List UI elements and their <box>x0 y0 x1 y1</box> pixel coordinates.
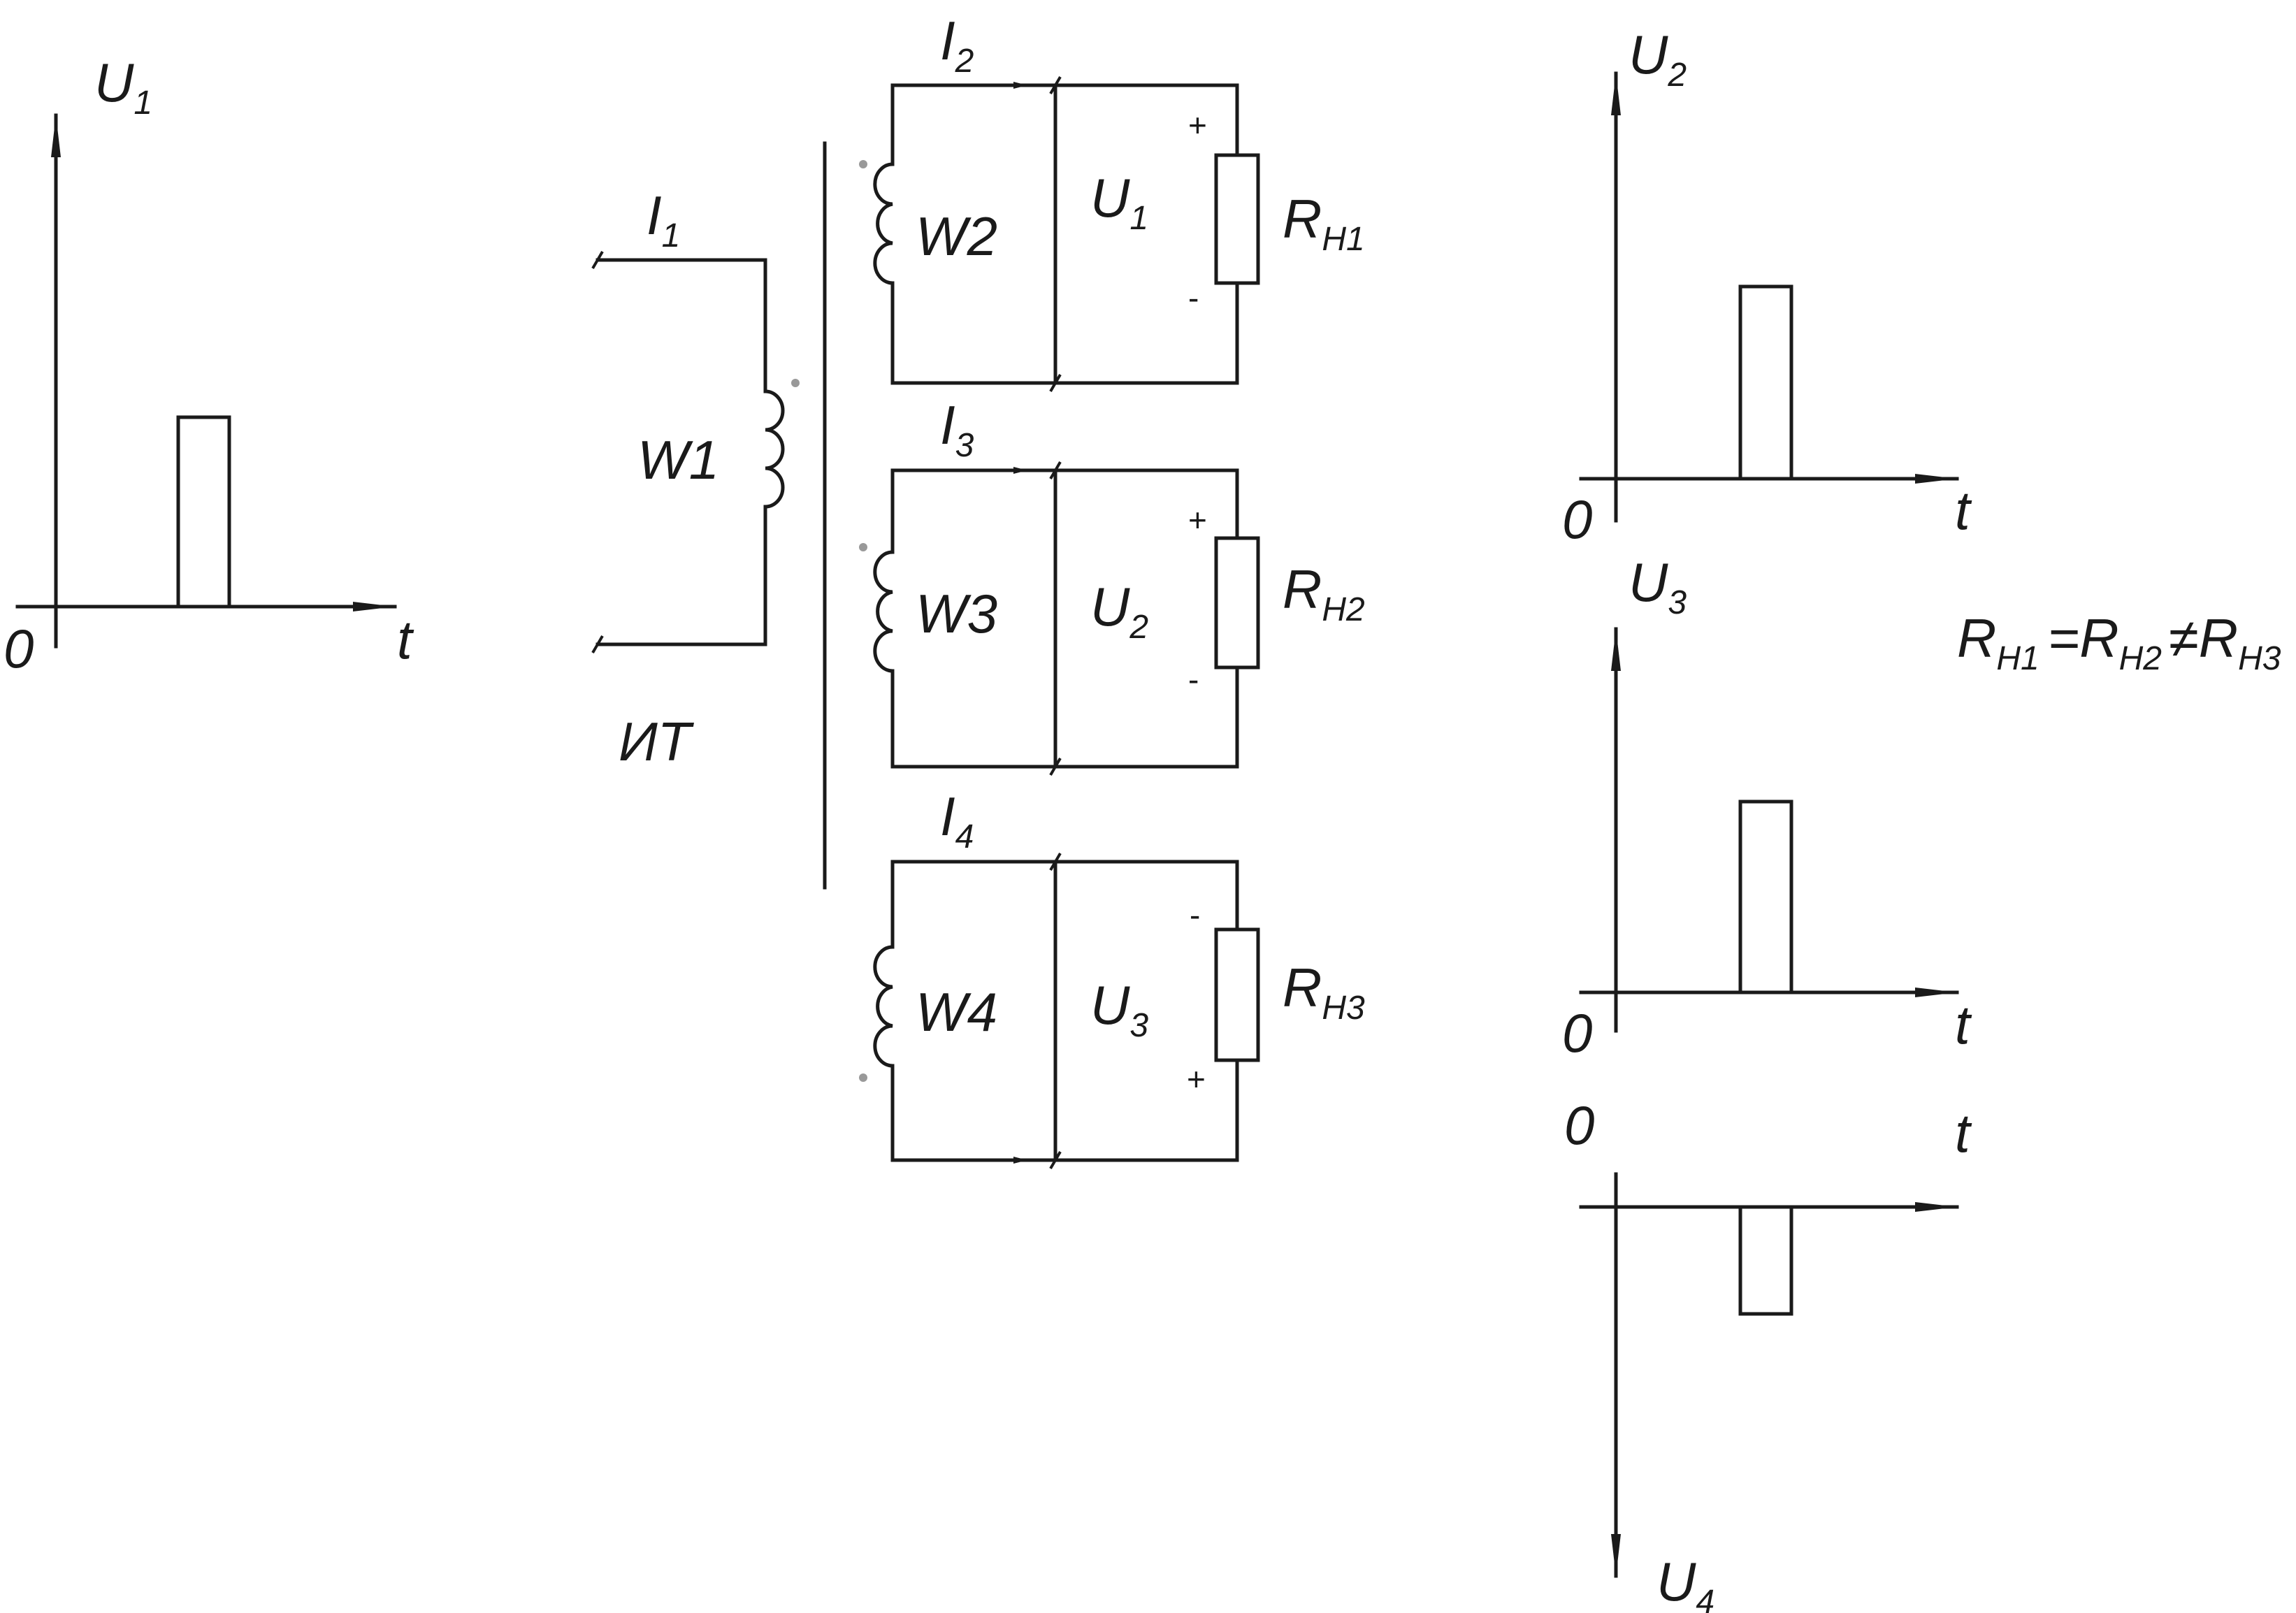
origin-label: 0 <box>1564 1094 1594 1156</box>
time-label: t <box>1955 1102 1972 1164</box>
terminal-tick <box>591 635 604 654</box>
polarity-dot <box>859 543 867 551</box>
secondary-circuit-3: I4 W4 U3 RH3 - + <box>859 786 1365 1170</box>
junction-tick <box>1049 852 1062 871</box>
polarity-minus: - <box>1190 897 1200 933</box>
junction-tick <box>1049 373 1062 393</box>
plot-u4: U4 0 t <box>1564 1094 1972 1613</box>
polarity-plus: + <box>1187 1061 1206 1097</box>
i1-label: I1 <box>647 185 680 254</box>
secondary-circuit-1: I2 W2 U1 RH1 + - <box>859 10 1365 393</box>
u1-pulse <box>176 415 231 609</box>
wire <box>890 83 1239 166</box>
origin-label: 0 <box>1562 1002 1592 1064</box>
polarity-dot <box>791 379 800 387</box>
w1-label: W1 <box>637 429 719 491</box>
u3-axis-label: U3 <box>1629 551 1687 621</box>
i3-label: I3 <box>940 394 974 464</box>
u1-secondary-label: U1 <box>1090 167 1148 237</box>
polarity-dot <box>859 160 867 168</box>
wire <box>890 281 1239 385</box>
coil-w1 <box>763 389 785 509</box>
i4-label: I4 <box>940 786 974 855</box>
plot-u1: U1 0 t <box>3 52 414 679</box>
u1-axis-label: U1 <box>94 52 152 122</box>
origin-label: 0 <box>1562 489 1592 550</box>
wire <box>890 665 1239 769</box>
u3-pulse <box>1738 800 1793 994</box>
u2-pulse <box>1738 284 1793 481</box>
i2-label: I2 <box>940 10 974 80</box>
u3-secondary-label: U3 <box>1090 974 1148 1044</box>
wire <box>890 860 1239 949</box>
junction-tick <box>1049 461 1062 480</box>
wire <box>890 1058 1239 1162</box>
rh3-label: RH3 <box>1283 957 1365 1027</box>
primary-circuit: I1 W1 ИТ <box>591 185 800 772</box>
junction-tick <box>1049 75 1062 95</box>
plot-u2: U2 0 t <box>1562 24 1972 550</box>
plot-u3: U3 0 t <box>1562 551 1972 1064</box>
transformer-label: ИТ <box>619 711 695 772</box>
coil-w2 <box>873 162 895 285</box>
polarity-dot <box>859 1073 867 1082</box>
w2-label: W2 <box>916 205 997 267</box>
resistance-relation: RH1=RH2≠RH3 <box>1957 607 2281 677</box>
polarity-plus: + <box>1188 502 1207 538</box>
coil-w4 <box>873 945 895 1068</box>
polarity-minus: - <box>1188 280 1199 316</box>
polarity-plus: + <box>1188 107 1207 143</box>
w4-label: W4 <box>916 981 997 1043</box>
u4-axis-label: U4 <box>1656 1551 1714 1613</box>
terminal-tick <box>591 250 604 270</box>
time-label: t <box>1955 479 1972 541</box>
load-rh2 <box>1214 536 1260 670</box>
wire <box>890 468 1239 554</box>
time-label: t <box>1955 994 1972 1055</box>
junction-tick <box>1049 757 1062 776</box>
secondary-circuit-2: I3 W3 U2 RH2 + - <box>859 394 1365 776</box>
u4-pulse <box>1738 1205 1793 1316</box>
load-rh1 <box>1214 153 1260 285</box>
time-label: t <box>397 609 414 670</box>
load-rh3 <box>1214 927 1260 1062</box>
rh2-label: RH2 <box>1283 558 1365 628</box>
coil-w3 <box>873 550 895 673</box>
rh1-label: RH1 <box>1283 188 1365 258</box>
w3-label: W3 <box>916 583 997 644</box>
polarity-minus: - <box>1188 661 1199 697</box>
origin-label: 0 <box>3 618 34 679</box>
u2-secondary-label: U2 <box>1090 576 1148 646</box>
junction-tick <box>1049 1150 1062 1170</box>
u2-axis-label: U2 <box>1629 24 1687 94</box>
